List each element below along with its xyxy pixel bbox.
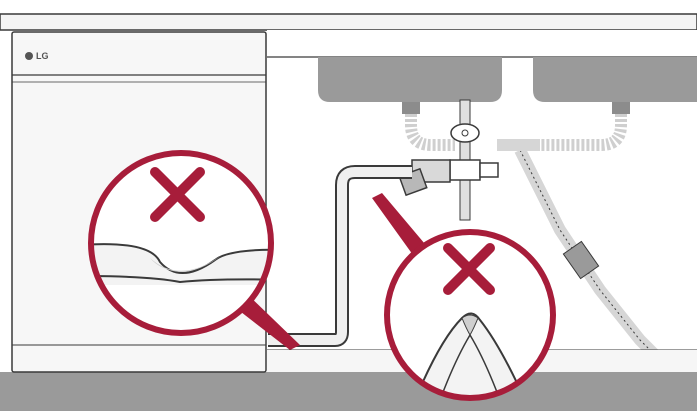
hose-clamp xyxy=(562,240,600,280)
inlet-hose xyxy=(268,167,412,345)
floor xyxy=(0,372,697,411)
callout-pointer-right xyxy=(372,193,430,262)
callout-left xyxy=(88,150,274,336)
countertop xyxy=(0,0,697,31)
sink-drain-pipes xyxy=(405,114,627,151)
shutoff-valve xyxy=(449,123,499,181)
sink-left xyxy=(318,57,502,114)
sink-right xyxy=(533,57,697,114)
cross-mark-icon xyxy=(150,167,205,222)
cross-mark-icon xyxy=(443,243,495,295)
brand-logo-icon xyxy=(25,52,33,60)
brand-label: LG xyxy=(36,51,49,61)
callout-right xyxy=(384,229,556,401)
